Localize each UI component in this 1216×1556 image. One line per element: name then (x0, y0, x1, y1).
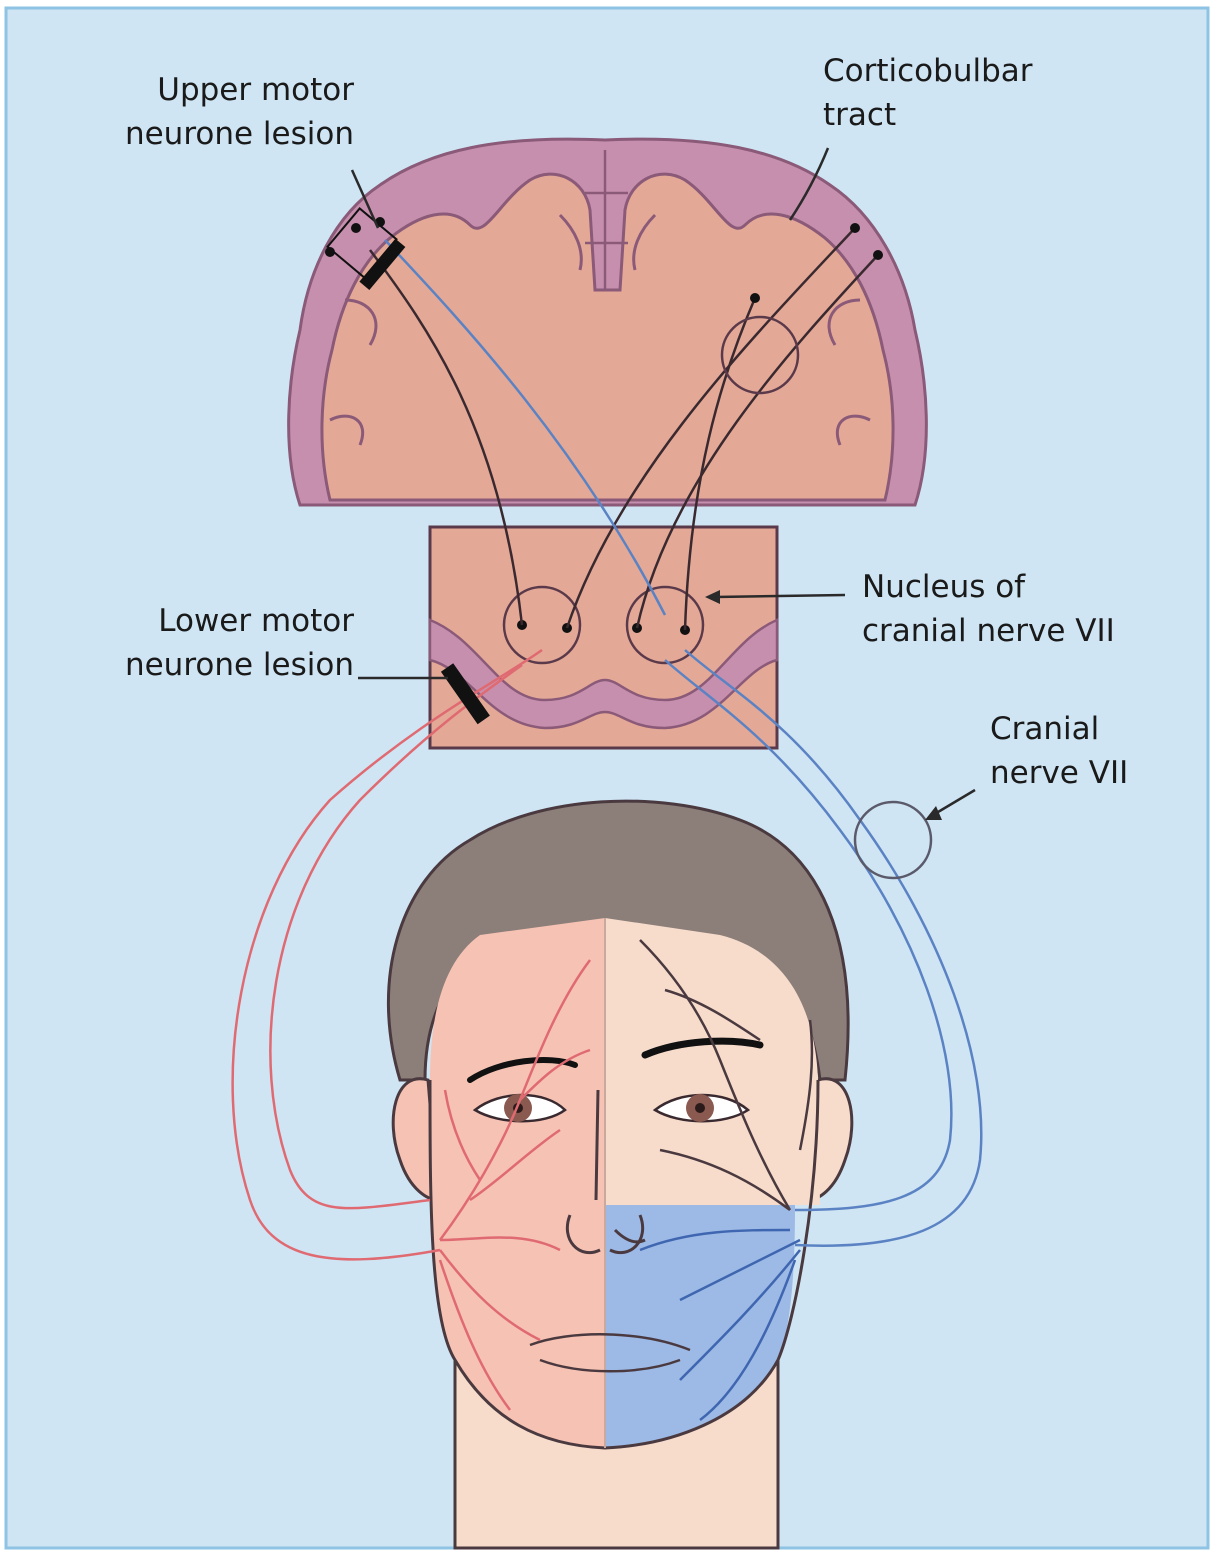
nerve-tracts (231, 227, 983, 1261)
tract-right-to-left-2 (635, 254, 879, 629)
tract-dot (750, 293, 760, 303)
label-line: tract (823, 97, 897, 133)
brain-sulci (329, 213, 871, 446)
label-line: Lower motor (158, 603, 354, 639)
tract-corticobulbar (683, 297, 757, 631)
leader-lines (350, 147, 976, 817)
brainstem-box (428, 525, 779, 750)
facial-nerve-branches-dark (639, 939, 814, 1212)
leader-nucleus (714, 593, 846, 599)
face-right-upper (605, 918, 820, 1205)
arrowheads (705, 590, 942, 820)
label-cranial-nerve-vii: Cranial nerve VII (990, 707, 1128, 795)
label-line: Corticobulbar (823, 53, 1033, 89)
cranial-nerve-circle (853, 800, 933, 880)
upper-lesion-bar (359, 238, 406, 290)
lesions (325, 207, 883, 725)
label-line: nerve VII (990, 755, 1129, 791)
left-ear (391, 1077, 440, 1202)
cortex-dot (850, 223, 860, 233)
label-line: Upper motor (157, 72, 354, 108)
brain-white-matter (320, 172, 895, 502)
label-line: Nucleus of (862, 569, 1026, 605)
brain-section (287, 137, 928, 507)
facial-nerve-branches-red (438, 959, 592, 1411)
nerve-red-outer (231, 648, 543, 1261)
label-corticobulbar-tract: Corticobulbar tract (823, 49, 1033, 137)
arrowhead-cranial-nerve (925, 806, 942, 820)
brainstem-folds (428, 618, 779, 730)
label-upper-motor-lesion: Upper motor neurone lesion (125, 68, 354, 156)
mouth (529, 1333, 691, 1373)
leader-corticobulbar (788, 147, 830, 221)
lower-lesion-bar (440, 663, 490, 725)
label-line: neurone lesion (124, 116, 354, 152)
nerve-red-inner (269, 663, 523, 1210)
label-line: neurone lesion (124, 647, 354, 683)
facial-nerve-branches-blue (639, 1228, 801, 1421)
tract-blue-crossing (384, 239, 667, 616)
label-nucleus-cn7: Nucleus of cranial nerve VII (862, 565, 1115, 653)
nerve-blue-outer (684, 649, 983, 1247)
nose (565, 1089, 646, 1254)
right-pupil (695, 1103, 705, 1113)
right-eyebrow (641, 1037, 764, 1059)
leader-upper-motor (350, 169, 380, 229)
brain-midline (585, 150, 628, 290)
leader-cranial-nerve (932, 788, 976, 817)
face-left-half (430, 918, 605, 1448)
left-nucleus (502, 585, 582, 665)
label-line: Cranial (990, 711, 1100, 747)
cortex-dot (873, 250, 883, 260)
label-line: cranial nerve VII (862, 613, 1115, 649)
tract-right-to-left-1 (565, 227, 856, 629)
right-nucleus (625, 585, 705, 665)
upper-lesion-dot (325, 247, 335, 257)
nerve-blue-inner (664, 659, 953, 1212)
corticobulbar-circle (720, 315, 800, 395)
upper-lesion-dot (351, 223, 361, 233)
tract-left-to-left (368, 249, 524, 626)
arrowhead-nucleus (705, 590, 720, 604)
face (386, 799, 854, 1550)
label-lower-motor-lesion: Lower motor neurone lesion (125, 599, 354, 687)
